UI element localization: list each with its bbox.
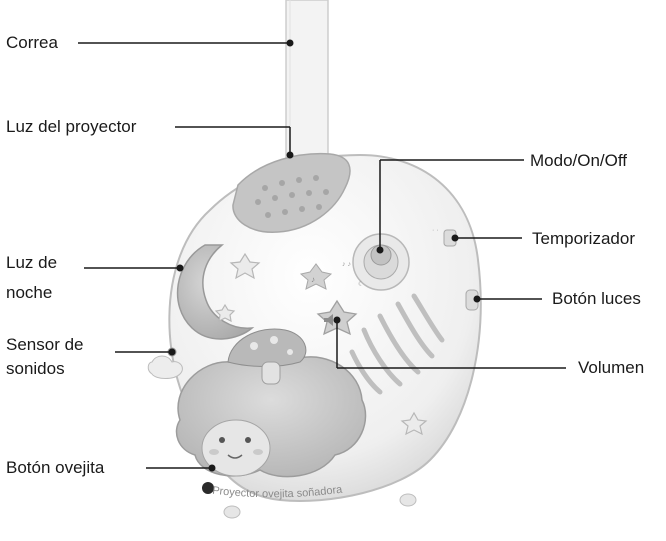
label-strap: Correa [6,32,58,54]
strap [286,0,328,168]
label-sound-sensor-line1: Sensor de [6,334,84,356]
svg-text:☾: ☾ [358,280,364,288]
svg-text:· ·: · · [432,227,439,234]
label-sheep-button: Botón ovejita [6,457,104,479]
label-lights-button: Botón luces [552,288,641,310]
label-volume: Volumen [578,357,644,379]
label-night-light-line1: Luz de [6,252,57,274]
label-timer: Temporizador [532,228,635,250]
svg-text:♪: ♪ [311,275,315,284]
label-mode-switch: Modo/On/Off [530,150,627,172]
label-night-light-line2: noche [6,282,52,304]
label-projector-light: Luz del proyector [6,116,136,138]
label-sound-sensor-line2: sonidos [6,358,65,380]
svg-text:♪ ♪: ♪ ♪ [342,261,351,268]
